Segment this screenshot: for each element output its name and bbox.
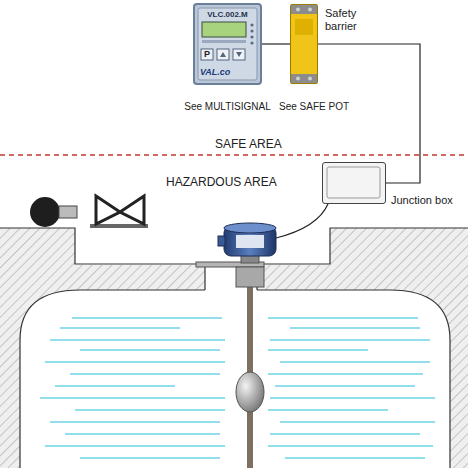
- head-nameplate: [236, 235, 264, 248]
- junction-box-graphic: [323, 163, 387, 205]
- head-cover: [224, 223, 276, 233]
- cable-entry: [218, 236, 225, 246]
- valve-symbol: [96, 196, 120, 224]
- reference-caption: See SAFE POT: [279, 101, 349, 113]
- valve-base: [90, 224, 148, 228]
- area-boundary: [0, 154, 468, 156]
- tank-interior: [20, 290, 450, 468]
- signal-wire: [276, 204, 328, 238]
- liquid: [40, 318, 435, 458]
- valve-symbol: [120, 196, 144, 224]
- device-label: Safety barrier: [325, 7, 385, 33]
- tank-outline: [20, 290, 450, 468]
- pump-motor: [30, 197, 60, 227]
- area-label: SAFE AREA: [215, 137, 282, 151]
- model-label: VLC.002.M: [207, 10, 247, 20]
- brand-label: VAL.co: [200, 67, 230, 78]
- reference-caption: See MULTISIGNAL: [184, 101, 271, 113]
- safety-barrier-graphic: [291, 5, 319, 85]
- pump-coupling: [59, 206, 77, 218]
- ground: [0, 228, 468, 468]
- junction-box: Junction box: [322, 162, 386, 204]
- area-label: HAZARDOUS AREA: [166, 175, 277, 189]
- signal-cable: [262, 43, 290, 44]
- safety-barrier: Safety barrierSee SAFE POT: [290, 4, 318, 84]
- button-label: P: [201, 49, 213, 60]
- controller-panel: VLC.002.MVAL.coSee MULTISIGNAL: [193, 3, 262, 85]
- device-label: Junction box: [391, 194, 453, 207]
- float: [236, 372, 264, 412]
- process-fitting: [236, 267, 264, 287]
